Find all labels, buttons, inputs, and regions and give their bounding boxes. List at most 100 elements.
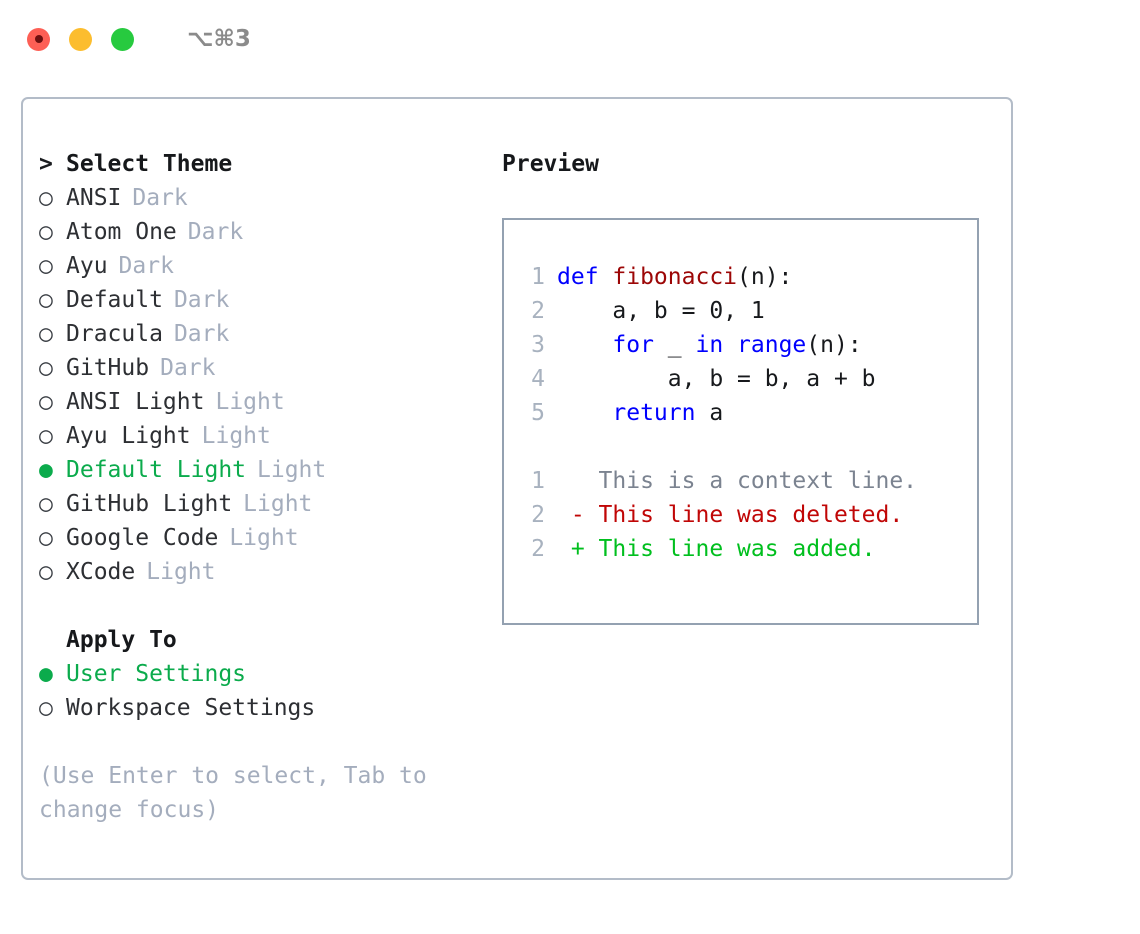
radio-unselected-icon: ○ <box>39 389 53 415</box>
code-token-txt <box>557 332 612 358</box>
caret-icon: > <box>39 151 53 177</box>
theme-option-label: Atom One <box>66 219 177 245</box>
code-line-number: 5 <box>531 400 545 426</box>
minimize-button[interactable] <box>69 27 92 51</box>
theme-option-ayu[interactable]: ○ Ayu Dark <box>39 249 499 283</box>
code-token-txt <box>723 332 737 358</box>
code-token-kw: def <box>557 264 613 290</box>
window-controls <box>27 27 134 51</box>
code-line-number: 3 <box>531 332 545 358</box>
radio-unselected-icon: ○ <box>39 253 53 279</box>
diff-line-number: 2 <box>531 502 545 528</box>
keyboard-shortcut-label: ⌥⌘3 <box>187 25 251 52</box>
radio-unselected-icon: ○ <box>39 423 53 449</box>
radio-unselected-icon: ○ <box>39 185 53 211</box>
radio-unselected-icon: ○ <box>39 355 53 381</box>
apply-to-section: ○ Apply To ●User Settings○Workspace Sett… <box>39 623 499 725</box>
theme-option-label: Google Code <box>66 525 219 551</box>
theme-option-dracula[interactable]: ○ Dracula Dark <box>39 317 499 351</box>
code-diff-gap <box>517 430 969 464</box>
code-line: 2 a, b = 0, 1 <box>517 294 969 328</box>
apply-to-option-workspace-settings[interactable]: ○ Workspace Settings <box>39 691 499 725</box>
theme-option-label: Default Light <box>66 457 247 483</box>
theme-variant-tag: Light <box>146 559 216 585</box>
theme-option-label: GitHub <box>66 355 150 381</box>
code-token-txt: a, b = 0, 1 <box>557 298 765 324</box>
theme-variant-tag: Dark <box>118 253 174 279</box>
apply-to-header: ○ Apply To <box>39 623 499 657</box>
theme-option-label: Ayu Light <box>66 423 191 449</box>
code-token-txt: (n): <box>737 264 793 290</box>
theme-option-label: GitHub Light <box>66 491 233 517</box>
code-token-kw: range <box>737 332 807 358</box>
theme-variant-tag: Dark <box>173 321 230 347</box>
apply-to-list: ●User Settings ○ Workspace Settings <box>39 657 499 725</box>
theme-option-atom-one[interactable]: ○ Atom One Dark <box>39 215 499 249</box>
theme-option-label: Dracula <box>66 321 163 347</box>
diff-line-text: This is a context line. <box>557 468 918 494</box>
theme-option-label: Ayu <box>66 253 108 279</box>
diff-line-text: - This line was deleted. <box>557 502 904 528</box>
theme-option-ayu-light[interactable]: ○ Ayu Light Light <box>39 419 499 453</box>
radio-unselected-icon: ○ <box>39 695 53 721</box>
code-token-kw: for <box>612 332 654 358</box>
diff-line-add: 2 + This line was added. <box>517 532 969 566</box>
code-line-text: a, b = b, a + b <box>557 362 876 396</box>
theme-option-xcode[interactable]: ○ XCode Light <box>39 555 499 589</box>
code-token-txt <box>557 400 612 426</box>
code-line-text: a, b = 0, 1 <box>557 294 765 328</box>
code-line: 4 a, b = b, a + b <box>517 362 969 396</box>
theme-option-label: Default <box>66 287 163 313</box>
theme-variant-tag: Light <box>201 423 271 449</box>
code-token-txt: a, b = b, a + b <box>557 366 876 392</box>
apply-to-option-label: Workspace Settings <box>66 695 316 721</box>
close-button[interactable] <box>27 27 50 51</box>
apply-to-title: Apply To <box>66 627 177 653</box>
theme-variant-tag: Dark <box>173 287 230 313</box>
title-bar: ⌥⌘3 <box>0 0 1140 78</box>
code-line: 1 def fibonacci(n): <box>517 260 969 294</box>
code-line-number: 4 <box>531 366 545 392</box>
code-token-txt: (n): <box>806 332 862 358</box>
apply-to-option-user-settings[interactable]: ●User Settings <box>39 657 499 691</box>
preview-title: Preview <box>502 151 599 177</box>
theme-option-label: XCode <box>66 559 136 585</box>
code-line-number: 2 <box>531 298 545 324</box>
code-line-text: def fibonacci(n): <box>557 260 792 294</box>
theme-variant-tag: Dark <box>187 219 244 245</box>
radio-unselected-icon: ○ <box>39 321 53 347</box>
radio-selected-icon: ● <box>39 661 53 687</box>
theme-option-github-light[interactable]: ○ GitHub Light Light <box>39 487 499 521</box>
code-line-text: for _ in range(n): <box>557 328 862 362</box>
code-line-text: return a <box>557 396 723 430</box>
select-theme-header: > Select Theme <box>39 147 499 181</box>
radio-selected-icon: ● <box>39 457 53 483</box>
apply-to-marker-spacer: ○ <box>39 623 66 657</box>
radio-unselected-icon: ○ <box>39 491 53 517</box>
radio-unselected-icon: ○ <box>39 559 53 585</box>
theme-variant-tag: Light <box>243 491 313 517</box>
diff-line-ctx: 1 This is a context line. <box>517 464 969 498</box>
radio-unselected-icon: ○ <box>39 219 53 245</box>
code-token-kw: in <box>695 332 724 358</box>
maximize-button[interactable] <box>111 27 134 51</box>
radio-unselected-icon: ○ <box>39 525 53 551</box>
radio-unselected-icon: ○ <box>39 287 53 313</box>
code-line: 3 for _ in range(n): <box>517 328 969 362</box>
code-token-kw: return <box>612 400 696 426</box>
code-line-number: 1 <box>531 264 545 290</box>
theme-option-default[interactable]: ○ Default Dark <box>39 283 499 317</box>
theme-option-label: ANSI Light <box>66 389 205 415</box>
